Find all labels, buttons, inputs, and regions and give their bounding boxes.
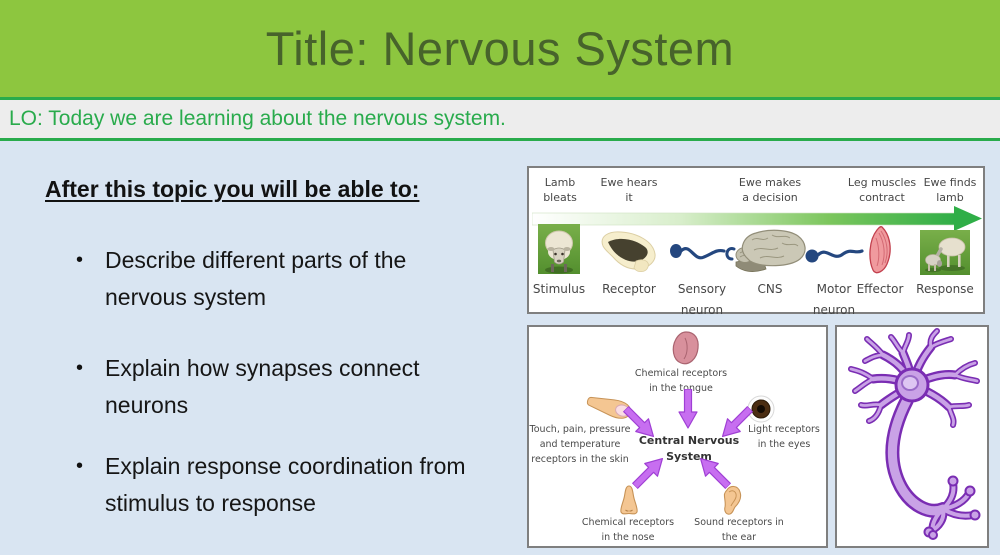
tongue-icon bbox=[672, 331, 699, 365]
timeline-arrow-icon bbox=[532, 206, 982, 231]
brain-icon bbox=[735, 229, 806, 272]
learning-objective-text: LO: Today we are learning about the nerv… bbox=[9, 107, 506, 130]
ear-icon bbox=[723, 485, 742, 515]
bullet-line: nervous system bbox=[105, 284, 267, 310]
bullet-marker: • bbox=[76, 249, 84, 271]
finger-icon bbox=[586, 396, 631, 419]
neuron-panel bbox=[835, 325, 989, 548]
sensory-neuron-icon bbox=[670, 244, 736, 261]
sheep-photo-icon bbox=[538, 224, 580, 274]
step-label: Stimulus bbox=[532, 282, 586, 296]
step-label: Effector bbox=[856, 282, 904, 296]
arrow-down-icon bbox=[678, 389, 698, 429]
nose-icon bbox=[620, 485, 638, 515]
objectives-heading: After this topic you will be able to: bbox=[45, 176, 420, 202]
bullet-line: stimulus to response bbox=[105, 490, 316, 516]
arrow-up-right-icon bbox=[631, 457, 664, 490]
step-label: Response bbox=[916, 282, 974, 296]
motor-neuron-icon bbox=[805, 249, 864, 263]
slide-title: Title: Nervous System bbox=[265, 22, 735, 75]
bullet-line: Describe different parts of the bbox=[105, 247, 407, 273]
bullet-marker: • bbox=[76, 455, 84, 477]
muscle-icon bbox=[869, 226, 891, 274]
objective-bullet-1: • Describe different parts of the nervou… bbox=[76, 242, 526, 316]
arrow-down-right-icon bbox=[622, 405, 655, 438]
objective-bullet-2: • Explain how synapses connect neurons bbox=[76, 350, 526, 424]
bullet-line: neurons bbox=[105, 392, 189, 418]
step-label: CNS bbox=[757, 282, 783, 296]
bullet-marker: • bbox=[76, 357, 84, 379]
ewe-and-lamb-photo-icon bbox=[920, 230, 970, 275]
bullet-line: Explain how synapses connect bbox=[105, 355, 420, 381]
step-label: Receptor bbox=[602, 282, 656, 296]
bullet-line: Explain response coordination from bbox=[105, 453, 466, 479]
arrow-down-left-icon bbox=[721, 405, 754, 438]
objective-bullet-3: • Explain response coordination from sti… bbox=[76, 448, 526, 522]
title-banner: Title: Nervous System bbox=[0, 0, 1000, 97]
learning-objective-bar: LO: Today we are learning about the nerv… bbox=[0, 97, 1000, 141]
neuron-illustration-icon bbox=[848, 328, 981, 540]
eye-icon bbox=[747, 395, 775, 423]
arrow-up-left-icon bbox=[699, 457, 732, 490]
sheep-ear-icon bbox=[601, 231, 656, 273]
